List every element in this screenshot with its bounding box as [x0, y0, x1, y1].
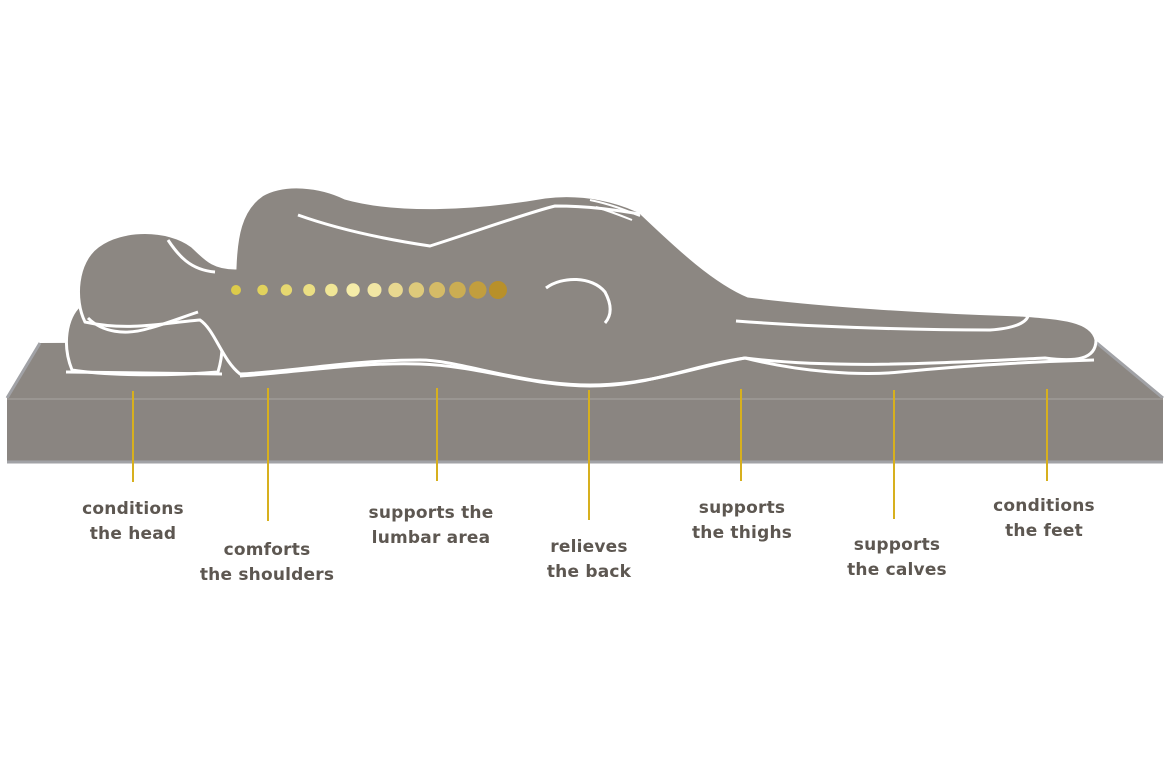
label-back: relieves the back — [499, 535, 679, 585]
arm-contour — [297, 204, 641, 248]
vertebra — [346, 283, 360, 297]
label-lumbar-line-2: lumbar area — [371, 528, 491, 548]
label-back-line-2: the back — [546, 562, 632, 582]
label-back-line-1: relieves — [550, 537, 628, 557]
label-thighs-line-1: supports — [698, 498, 786, 518]
label-head: conditions the head — [43, 497, 223, 547]
label-calves-line-1: supports — [853, 535, 941, 555]
vertebra — [449, 281, 466, 299]
vertebra — [469, 281, 487, 299]
leader-lines — [132, 388, 1048, 521]
vertebra — [408, 282, 425, 298]
label-shoulders-line-2: the shoulders — [199, 565, 335, 585]
label-lumbar: supports the lumbar area — [341, 501, 521, 551]
vertebra — [367, 283, 382, 297]
mattress-side — [7, 398, 1163, 461]
face-contour — [86, 310, 199, 334]
label-feet-line-2: the feet — [1005, 521, 1083, 541]
body-silhouette — [76, 185, 1098, 387]
label-lumbar-line-1: supports the — [368, 503, 494, 523]
vertebra — [429, 282, 446, 298]
leg-contour — [735, 311, 1030, 332]
label-head-line-1: conditions — [82, 499, 184, 519]
label-calves-line-2: the calves — [847, 560, 947, 580]
sink-contour — [239, 356, 1095, 388]
mattress-top-edge — [5, 337, 1164, 400]
vertebra — [280, 284, 293, 296]
vertebra — [325, 283, 338, 297]
label-calves: supports the calves — [807, 533, 987, 583]
neck-contour — [166, 239, 216, 274]
label-feet: conditions the feet — [954, 494, 1134, 544]
label-thighs: supports the thighs — [652, 496, 832, 546]
hip-contour — [545, 277, 612, 324]
label-thighs-line-2: the thighs — [691, 523, 793, 543]
label-shoulders-line-1: comforts — [223, 540, 311, 560]
label-feet-line-1: conditions — [993, 496, 1095, 516]
vertebra — [388, 282, 403, 298]
vertebra — [231, 285, 241, 295]
spine-vertebrae — [231, 281, 507, 299]
vertebra — [489, 281, 507, 299]
pillow-base-contour — [65, 370, 223, 376]
label-shoulders: comforts the shoulders — [177, 538, 357, 588]
vertebra — [303, 284, 316, 296]
label-head-line-2: the head — [89, 524, 177, 544]
hand-contour — [589, 199, 641, 221]
vertebra — [257, 284, 268, 296]
